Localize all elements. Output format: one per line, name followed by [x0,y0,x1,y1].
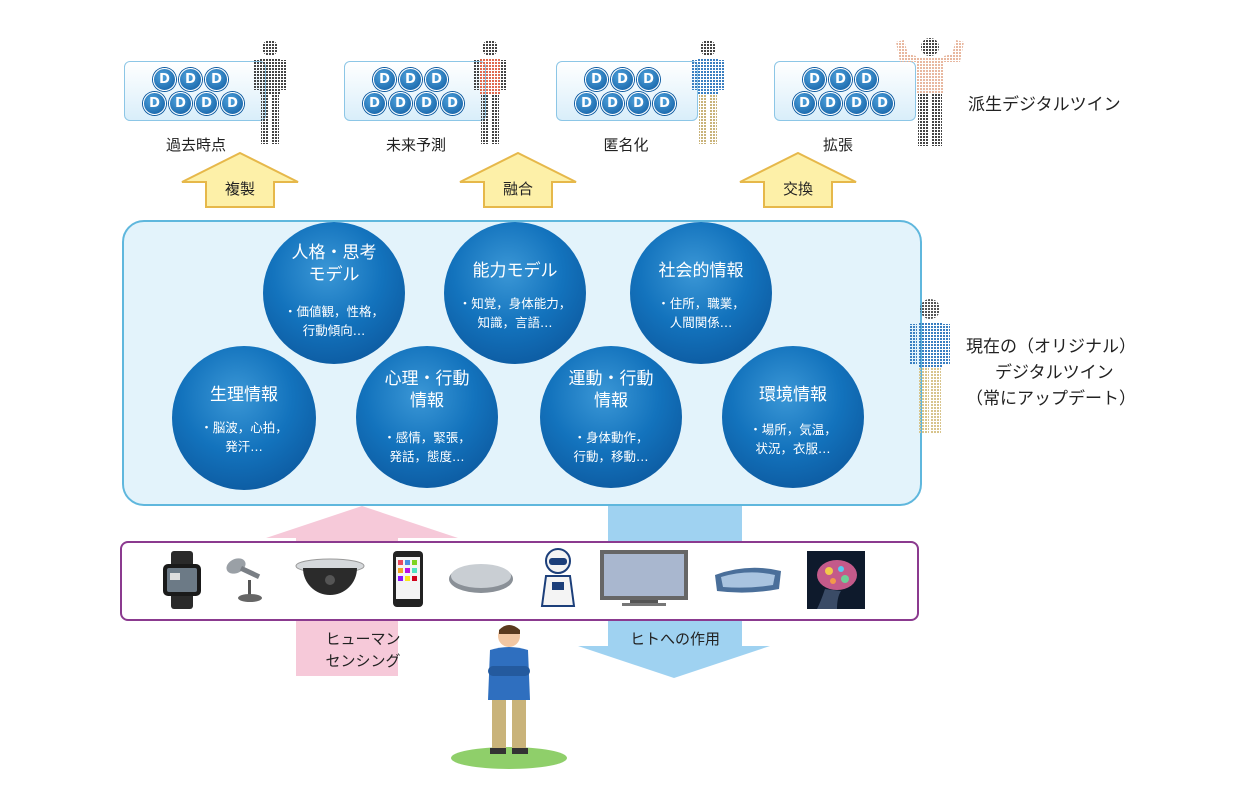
d-badge: D [221,92,244,115]
d-badge: D [585,68,608,91]
original-twin-title-line: 現在の（オリジナル） [966,337,1136,357]
original-twin-title-line: デジタルツイン [995,363,1114,383]
smartwatch-icon [163,551,201,609]
muscular-pixel-person-icon [896,38,964,146]
d-badge: D [143,92,166,115]
operation-arrow-copy [181,152,299,208]
dome-camera-icon [295,558,365,595]
human-sensing-label: ヒューマン センシング [325,630,401,670]
operation-label-exchange: 交換 [782,180,813,198]
sphere-title: 環境情報 [759,385,827,405]
brain-scan-icon [807,551,865,609]
d-badge: D [855,68,878,91]
d-badge: D [195,92,218,115]
d-badge: D [803,68,826,91]
sphere-title: 人格・思考 モデル [291,243,377,285]
sphere-title: 運動・行動 情報 [568,369,654,411]
sphere-body: ・価値観，性格， 行動傾向… [283,304,384,338]
derived-twin-card-anonymized: D D D D D D D [556,61,698,121]
display-icon [600,550,688,606]
sphere-body: ・感情，緊張， 発話，態度… [383,430,471,464]
pixel-person-figure-icon [253,40,287,144]
vr-goggles-icon [715,567,781,593]
derived-twin-card-past: D D D D D D D [124,61,266,121]
sphere-body: ・身体動作， 行動，移動… [573,430,649,464]
d-badge: D [179,68,202,91]
d-badge: D [153,68,176,91]
sphere-physiological-info: 生理情報 ・脳波，心拍， 発汗… [172,346,316,490]
original-twin-pixel-person-icon [910,299,950,434]
derived-twins-title: 派生デジタルツイン [968,95,1121,115]
sphere-personality-model: 人格・思考 モデル ・価値観，性格， 行動傾向… [263,222,405,364]
d-badge: D [793,92,816,115]
floor-sensor-icon [449,564,513,593]
d-badge: D [575,92,598,115]
d-badge: D [425,68,448,91]
d-badge: D [845,92,868,115]
sphere-title: 心理・行動 情報 [384,369,470,411]
sphere-title: 社会的情報 [658,261,744,281]
d-badge: D [829,68,852,91]
d-badge: D [637,68,660,91]
operation-label-copy: 複製 [224,180,255,198]
d-badge: D [627,92,650,115]
smartphone-icon [393,551,423,607]
sphere-body: ・脳波，心拍， 発汗… [200,420,288,454]
sphere-ability-model: 能力モデル ・知覚，身体能力， 知識，言語… [444,222,586,364]
sphere-social-info: 社会的情報 ・住所，職業， 人間関係… [630,222,772,364]
action-to-human-label: ヒトへの作用 [629,630,720,648]
d-badge: D [601,92,624,115]
sphere-title: 能力モデル [472,261,558,281]
d-badge: D [441,92,464,115]
d-badge: D [169,92,192,115]
derived-twin-card-extended: D D D D D D D [774,61,916,121]
d-badge: D [399,68,422,91]
derived-twin-label: 過去時点 [165,136,226,154]
pixel-person-figure-icon [691,40,725,144]
pixel-person-figure-icon [473,40,507,144]
human-person-icon [451,625,567,769]
operation-arrow-fusion [459,152,577,208]
d-badge: D [415,92,438,115]
sphere-body: ・知覚，身体能力， 知識，言語… [458,296,572,330]
d-badge: D [205,68,228,91]
original-twin-title-line: （常にアップデート） [966,389,1136,409]
microphone-icon [226,558,262,602]
derived-twin-card-future: D D D D D D D [344,61,486,121]
sphere-psych-behavior-info: 心理・行動 情報 ・感情，緊張， 発話，態度… [356,346,498,488]
derived-twin-label: 拡張 [822,136,853,154]
d-badge: D [373,68,396,91]
d-badge: D [653,92,676,115]
sphere-title: 生理情報 [210,385,278,405]
sphere-body: ・場所，気温， 状況，衣服… [749,422,837,456]
sensing-device-strip [120,541,919,621]
d-badge: D [611,68,634,91]
derived-twin-label: 匿名化 [603,136,649,154]
d-badge: D [389,92,412,115]
sphere-environment-info: 環境情報 ・場所，気温， 状況，衣服… [722,346,864,488]
d-badge: D [819,92,842,115]
robot-icon [540,548,576,607]
derived-twin-label: 未来予測 [385,136,446,154]
sphere-body: ・住所，職業， 人間関係… [657,296,745,330]
d-badge: D [871,92,894,115]
operation-arrow-exchange [739,152,857,208]
operation-label-fusion: 融合 [502,180,533,198]
d-badge: D [363,92,386,115]
sphere-motion-behavior-info: 運動・行動 情報 ・身体動作， 行動，移動… [540,346,682,488]
